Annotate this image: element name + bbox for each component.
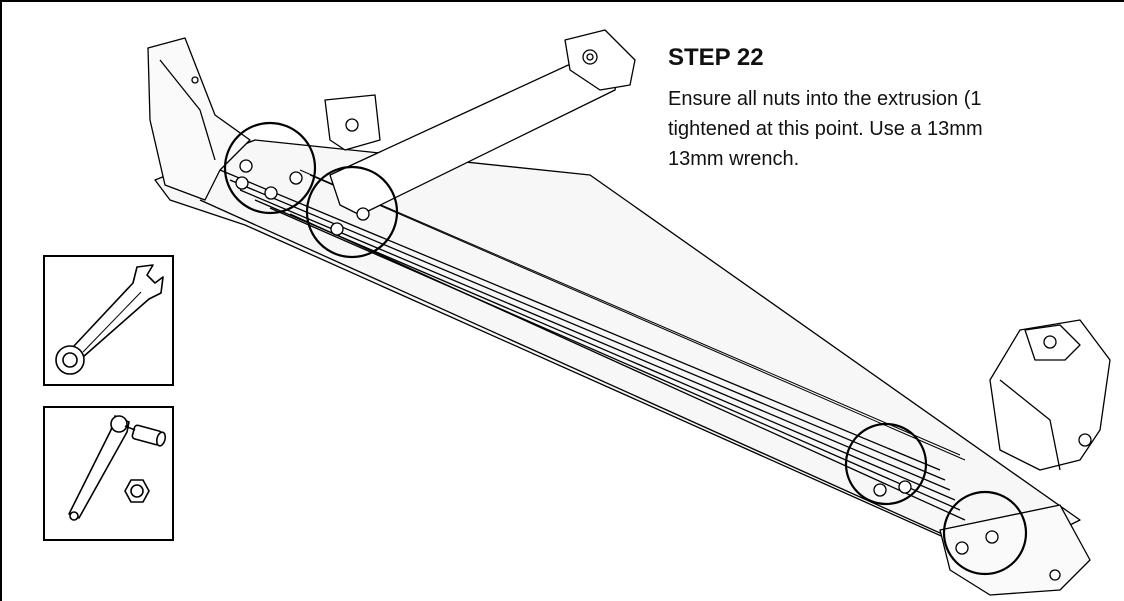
socket-ratchet-icon — [68, 415, 167, 521]
step-instructions: Ensure all nuts into the extrusion (1 ti… — [668, 84, 1124, 174]
extrusion-ridge-6 — [289, 213, 966, 521]
right-bracket-web — [999, 379, 1061, 471]
step-instruction-line: Ensure all nuts into the extrusion (1 — [668, 88, 982, 110]
left-bracket-bolt — [582, 49, 598, 65]
right-bracket-bolt — [1043, 335, 1057, 349]
extrusion-ridge-1 — [219, 169, 941, 471]
step-instruction-line: tightened at this point. Use a 13mm — [668, 118, 983, 140]
bolt-group-right-1 — [873, 480, 912, 497]
tool-box-wrench — [43, 255, 174, 386]
extrusion-ridge-3 — [239, 189, 951, 491]
combination-wrench-icon — [55, 264, 164, 375]
bolt-group-right-2 — [955, 530, 999, 555]
callout-circle-left-1 — [223, 121, 317, 215]
right-bracket-arm — [989, 319, 1111, 471]
callout-circle-right-1 — [844, 422, 928, 506]
left-bracket-plate — [564, 29, 636, 91]
extrusion-groove — [299, 169, 961, 456]
extrusion-ridge-5 — [269, 207, 961, 511]
left-bracket-mount — [324, 94, 381, 151]
callout-circle-right-2 — [942, 490, 1028, 576]
tool-box-ratchet — [43, 406, 174, 541]
extrusion-ridge-2 — [229, 179, 946, 481]
extrusion-ridge-4 — [254, 199, 956, 501]
bolt-group-left-2 — [330, 207, 370, 236]
extrusion-groove — [309, 174, 966, 461]
left-end-cap-edge — [159, 59, 216, 161]
bolt-group-left-1 — [235, 159, 303, 200]
step-instruction-line: 13mm wrench. — [668, 148, 800, 170]
step-title: STEP 22 — [668, 44, 764, 71]
callout-circle-left-2 — [305, 165, 399, 259]
left-end-cap — [147, 37, 251, 201]
